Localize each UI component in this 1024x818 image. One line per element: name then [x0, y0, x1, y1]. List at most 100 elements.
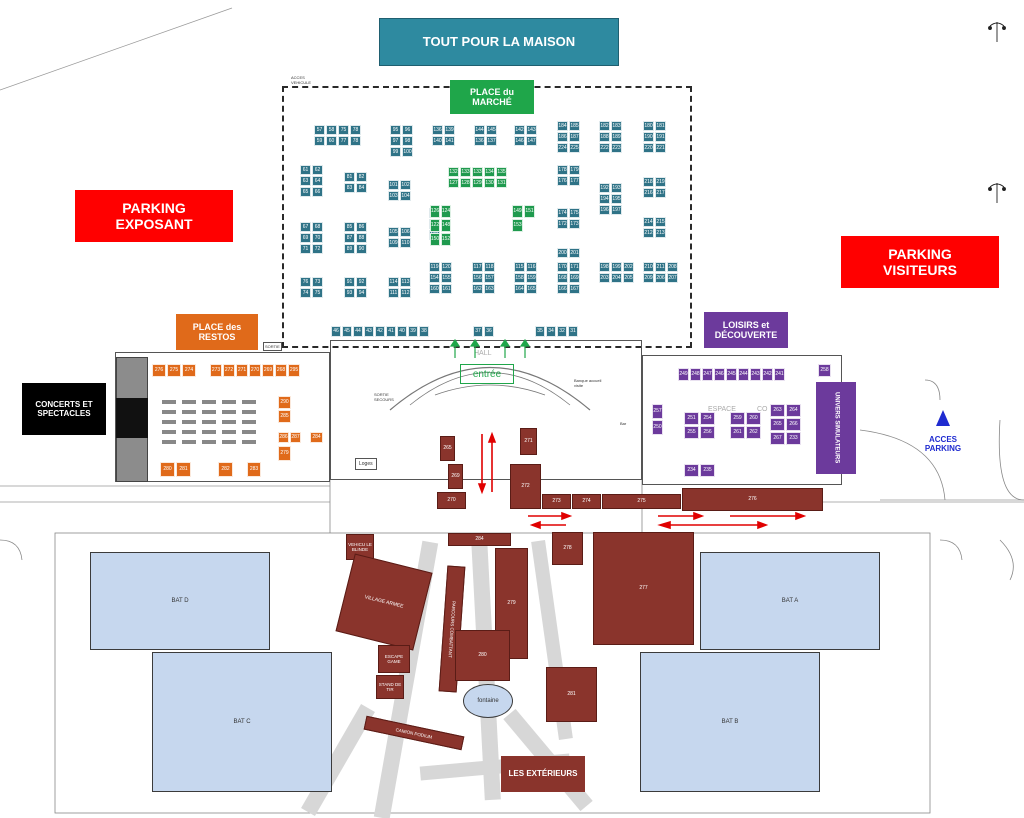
stand-orange-287[interactable]: 287	[290, 432, 301, 443]
stand-orange-269[interactable]: 269	[262, 364, 274, 377]
stand-purple-260[interactable]: 260	[746, 412, 761, 425]
stand-teal-115[interactable]: 115	[514, 262, 525, 272]
stand-purple-242[interactable]: 242	[762, 368, 773, 381]
stand-teal-147[interactable]: 147	[526, 136, 537, 146]
stand-orange-290[interactable]: 290	[278, 396, 291, 409]
stand-orange-285[interactable]: 285	[278, 410, 291, 423]
stand-teal-57[interactable]: 57	[314, 125, 325, 135]
stand-teal-75[interactable]: 75	[312, 288, 323, 298]
stand-teal-217[interactable]: 217	[655, 188, 666, 198]
stand-teal-140[interactable]: 140	[432, 136, 443, 146]
stand-green-152[interactable]: 152	[441, 233, 451, 246]
stand-orange-286[interactable]: 286	[278, 432, 289, 443]
stand-teal-179[interactable]: 179	[569, 165, 580, 175]
stand-teal-43[interactable]: 43	[364, 326, 374, 337]
stand-teal-37[interactable]: 37	[473, 326, 483, 337]
stand-purple-251[interactable]: 251	[684, 412, 699, 425]
stand-teal-192[interactable]: 192	[599, 183, 610, 193]
stand-orange-280[interactable]: 280	[160, 462, 175, 477]
stand-purple-266[interactable]: 266	[786, 418, 801, 431]
stand-brown-272[interactable]: 272	[510, 464, 541, 509]
stand-green-133[interactable]: 133	[460, 167, 471, 177]
stand-teal-184[interactable]: 184	[557, 121, 568, 131]
stand-purple-264[interactable]: 264	[786, 404, 801, 417]
stand-teal-98[interactable]: 98	[402, 136, 413, 146]
stand-teal-195[interactable]: 195	[611, 194, 622, 204]
stand-teal-96[interactable]: 96	[402, 125, 413, 135]
stand-purple-259[interactable]: 259	[730, 412, 745, 425]
stand-brown-278[interactable]: 278	[552, 532, 583, 565]
stand-teal-41[interactable]: 41	[386, 326, 396, 337]
stand-teal-95[interactable]: 95	[390, 125, 401, 135]
stand-teal-224[interactable]: 224	[557, 143, 568, 153]
stand-purple-243[interactable]: 243	[750, 368, 761, 381]
stand-teal-59[interactable]: 59	[314, 136, 325, 146]
stand-teal-171[interactable]: 171	[569, 262, 580, 272]
stand-green-127[interactable]: 127	[448, 178, 459, 188]
stand-purple-267[interactable]: 267	[770, 432, 785, 445]
stand-teal-72[interactable]: 72	[312, 244, 323, 254]
stand-teal-222[interactable]: 222	[599, 143, 610, 153]
stand-green-131[interactable]: 131	[496, 178, 507, 188]
stand-purple-254[interactable]: 254	[700, 412, 715, 425]
stand-teal-164[interactable]: 164	[514, 284, 525, 294]
stand-teal-38[interactable]: 38	[419, 326, 429, 337]
stand-orange-281[interactable]: 281	[176, 462, 191, 477]
stand-purple-261[interactable]: 261	[730, 426, 745, 439]
stand-teal-66[interactable]: 66	[312, 187, 323, 197]
stand-orange-273[interactable]: 273	[210, 364, 222, 377]
stand-brown-273[interactable]: 273	[542, 494, 571, 509]
stand-purple-246[interactable]: 246	[714, 368, 725, 381]
stand-teal-169[interactable]: 169	[569, 273, 580, 283]
stand-brown-277[interactable]: 277	[593, 532, 694, 645]
stand-teal-101[interactable]: 101	[388, 180, 399, 190]
stand-teal-163[interactable]: 163	[484, 284, 495, 294]
stand-teal-156[interactable]: 156	[472, 273, 483, 283]
stand-teal-193[interactable]: 193	[611, 183, 622, 193]
stand-brown-276[interactable]: 276	[682, 488, 823, 511]
stand-teal-166[interactable]: 166	[557, 284, 568, 294]
stand-teal-210[interactable]: 210	[643, 262, 654, 272]
stand-orange-271[interactable]: 271	[236, 364, 248, 377]
stand-purple-249[interactable]: 249	[678, 368, 689, 381]
stand-teal-185[interactable]: 185	[569, 121, 580, 131]
stand-green-122[interactable]: 122	[430, 219, 440, 232]
stand-teal-172[interactable]: 172	[557, 219, 568, 229]
stand-teal-91[interactable]: 91	[344, 277, 355, 287]
stand-teal-94[interactable]: 94	[356, 288, 367, 298]
stand-teal-188[interactable]: 188	[599, 132, 610, 142]
stand-green-150[interactable]: 150	[430, 233, 440, 246]
stand-green-135[interactable]: 135	[496, 167, 507, 177]
stand-orange-282[interactable]: 282	[218, 462, 233, 477]
stand-teal-102[interactable]: 102	[400, 180, 411, 190]
stand-teal-154[interactable]: 154	[429, 273, 440, 283]
stand-orange-270[interactable]: 270	[249, 364, 261, 377]
stand-teal-77[interactable]: 77	[338, 136, 349, 146]
stand-teal-39[interactable]: 39	[408, 326, 418, 337]
stand-teal-216[interactable]: 216	[643, 188, 654, 198]
stand-teal-36[interactable]: 36	[484, 326, 494, 337]
stand-teal-209[interactable]: 209	[643, 273, 654, 283]
stand-teal-207[interactable]: 207	[667, 273, 678, 283]
stand-purple-265[interactable]: 265	[770, 418, 785, 431]
stand-orange-279[interactable]: 279	[278, 446, 291, 461]
stand-teal-204[interactable]: 204	[611, 273, 622, 283]
stand-teal-175[interactable]: 175	[569, 208, 580, 218]
stand-teal-136[interactable]: 136	[432, 125, 443, 135]
stand-teal-34[interactable]: 34	[546, 326, 556, 337]
stand-green-134[interactable]: 134	[484, 167, 495, 177]
stand-teal-181[interactable]: 181	[655, 121, 666, 131]
stand-teal-109[interactable]: 109	[388, 238, 399, 248]
stand-orange-268[interactable]: 268	[275, 364, 287, 377]
stand-teal-176[interactable]: 176	[557, 176, 568, 186]
stand-teal-119[interactable]: 119	[429, 262, 440, 272]
stand-orange-275[interactable]: 275	[167, 364, 181, 377]
stand-teal-78[interactable]: 78	[350, 136, 361, 146]
stand-teal-82[interactable]: 82	[356, 172, 367, 182]
stand-teal-220[interactable]: 220	[643, 143, 654, 153]
stand-teal-45[interactable]: 45	[342, 326, 352, 337]
stand-teal-44[interactable]: 44	[353, 326, 363, 337]
stand-green-133[interactable]: 133	[472, 167, 483, 177]
stand-green-153[interactable]: 153	[512, 219, 523, 232]
stand-teal-162[interactable]: 162	[472, 284, 483, 294]
